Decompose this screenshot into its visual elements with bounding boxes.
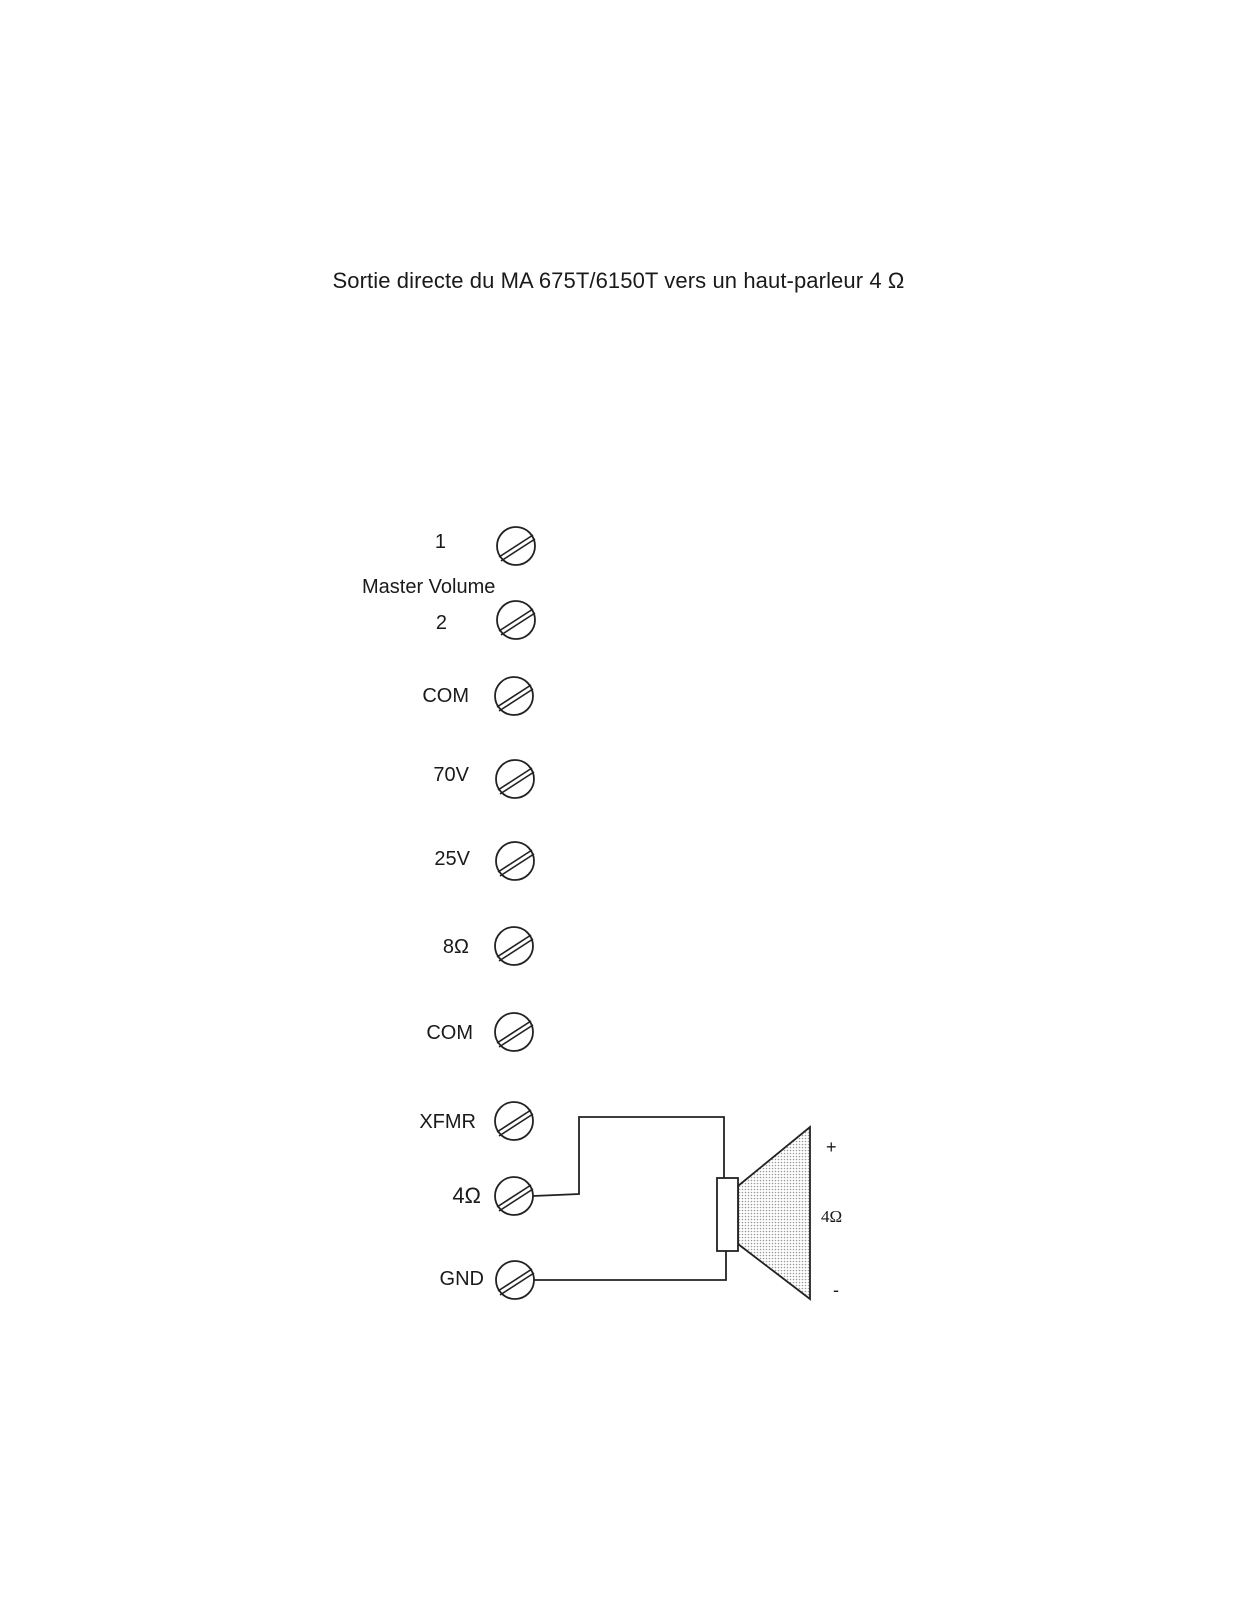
terminal-label-25v: 25V [434, 848, 470, 870]
terminal-label-1: 1 [434, 531, 446, 553]
terminal-label-xfmr: XFMR [419, 1111, 476, 1133]
wire-4ohm-to-speaker [532, 1116, 725, 1197]
terminal-label-com-1: COM [422, 685, 469, 707]
terminal-label-2: 2 [435, 612, 447, 634]
screw-terminal-8ohm [494, 926, 534, 966]
screw-terminal-2 [496, 600, 536, 640]
screw-terminal-25v [495, 841, 535, 881]
wire-gnd-to-speaker [534, 1251, 727, 1281]
screw-terminal-com-1 [494, 676, 534, 716]
speaker-voice-coil [716, 1177, 739, 1252]
terminal-label-4ohm: 4Ω [452, 1183, 481, 1208]
terminal-label-8ohm: 8Ω [442, 936, 469, 958]
screw-terminal-com-2 [494, 1012, 534, 1052]
speaker-cone [737, 1125, 811, 1301]
terminal-label-com-2: COM [426, 1022, 473, 1044]
screw-terminal-4ohm [494, 1176, 534, 1216]
speaker-plus-label: + [826, 1137, 837, 1157]
master-volume-label: Master Volume [362, 576, 496, 598]
screw-terminal-1 [496, 526, 536, 566]
speaker-impedance-label: 4Ω [821, 1207, 843, 1226]
terminal-label-gnd: GND [439, 1268, 484, 1290]
screw-terminal-gnd [495, 1260, 535, 1300]
speaker-minus-label: - [833, 1280, 839, 1300]
screw-terminal-xfmr [494, 1101, 534, 1141]
terminal-label-70v: 70V [433, 764, 469, 786]
screw-terminal-70v [495, 759, 535, 799]
page-title: Sortie directe du MA 675T/6150T vers un … [332, 268, 905, 293]
